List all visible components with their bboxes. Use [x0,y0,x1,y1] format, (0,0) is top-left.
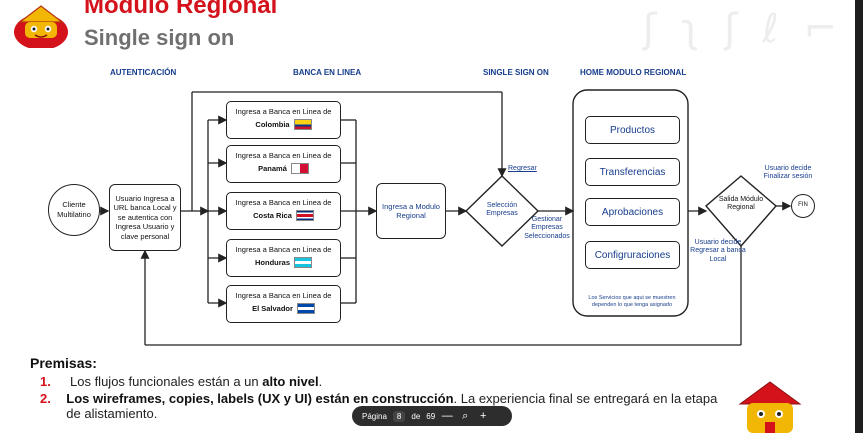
premisas-heading: Premisas: [30,355,97,371]
bank-country: Honduras [254,258,290,267]
bank-prefix: Ingresa a Banca en Linea de [235,245,332,254]
bank-country: Costa Rica [253,211,292,220]
costa-rica-flag-icon [295,210,314,221]
el-salvador-flag-icon [296,303,315,314]
bank-country: Panamá [258,164,287,173]
bank-prefix: Ingresa a Banca en Linea de [235,107,332,116]
zoom-icon[interactable]: ⌕ [462,409,469,422]
bank-box-honduras: Ingresa a Banca en Linea de Honduras [226,239,341,277]
configuraciones-module: Configruraciones [585,241,680,269]
page-navigator: Página 8 de 69 — ⌕ + [352,406,512,426]
column-header-home: HOME MODULO REGIONAL [580,68,687,77]
page-total: 69 [426,411,436,421]
cliente-node: Cliente Multilatino [48,184,100,236]
column-header-sso: SINGLE SIGN ON [483,68,549,77]
list-item: 1. Los flujos funcionales están a un alt… [40,374,323,389]
regresar-local-label: Usuario decide Regresar a banca Local [690,239,746,263]
bank-prefix: Ingresa a Banca en Linea de [235,291,332,300]
decorative-scribble: ʃ ʅ ʃ ℓ ⌐ [642,6,843,52]
aprobaciones-module: Aprobaciones [585,198,680,226]
bank-country: El Salvador [252,304,293,313]
column-header-banca: BANCA EN LINEA [293,68,362,77]
regresar-label: Regresar [508,165,537,172]
bank-prefix: Ingresa a Banca en Linea de [235,198,332,207]
page-label: Página [362,411,387,421]
modules-note: Los Servicios que aqui se muestren depen… [588,295,676,308]
salida-label: Salida Módulo Regional [718,196,764,212]
list-item: 2. Los wireframes, copies, labels (UX y … [40,391,718,421]
bank-box-costa-rica: Ingresa a Banca en Linea de Costa Rica [226,192,341,230]
transferencias-module: Transferencias [585,158,680,186]
page-number-input[interactable]: 8 [392,410,406,422]
honduras-flag-icon [294,257,312,268]
bank-prefix: Ingresa a Banca en Linea de [235,151,332,160]
house-mascot-icon [738,381,802,433]
house-logo-icon [14,5,68,48]
page-of-label: de [411,411,421,421]
bank-box-el-salvador: Ingresa a Banca en Linea de El Salvador [226,285,341,323]
window-edge [855,0,863,433]
column-header-auth: AUTENTICACIÓN [110,68,177,77]
panama-flag-icon [290,163,309,174]
bank-box-panama: Ingresa a Banca en Linea de Panamá [226,145,341,183]
page-title: Modulo Regional [84,0,278,19]
ingresa-modulo-step: Ingresa a Modulo Regional [376,183,446,239]
zoom-in-button[interactable]: + [479,410,487,422]
seleccion-label: Selección Empresas [486,202,518,218]
page-subtitle: Single sign on [84,25,235,50]
bank-box-colombia: Ingresa a Banca en Linea de Colombia [226,101,341,139]
zoom-out-button[interactable]: — [441,410,453,422]
fin-node: FIN [791,194,815,218]
colombia-flag-icon [293,119,312,130]
premisas-list: 1. Los flujos funcionales están a un alt… [40,374,720,423]
login-step: Usuario Ingresa a URL banca Local y se a… [109,184,181,251]
gestionar-label: Gestionar Empresas Seleccionados [524,216,570,240]
bank-country: Colombia [255,120,290,129]
productos-module: Productos [585,116,680,144]
finalizar-label: Usuario decide Finalizar sesión [763,165,813,181]
